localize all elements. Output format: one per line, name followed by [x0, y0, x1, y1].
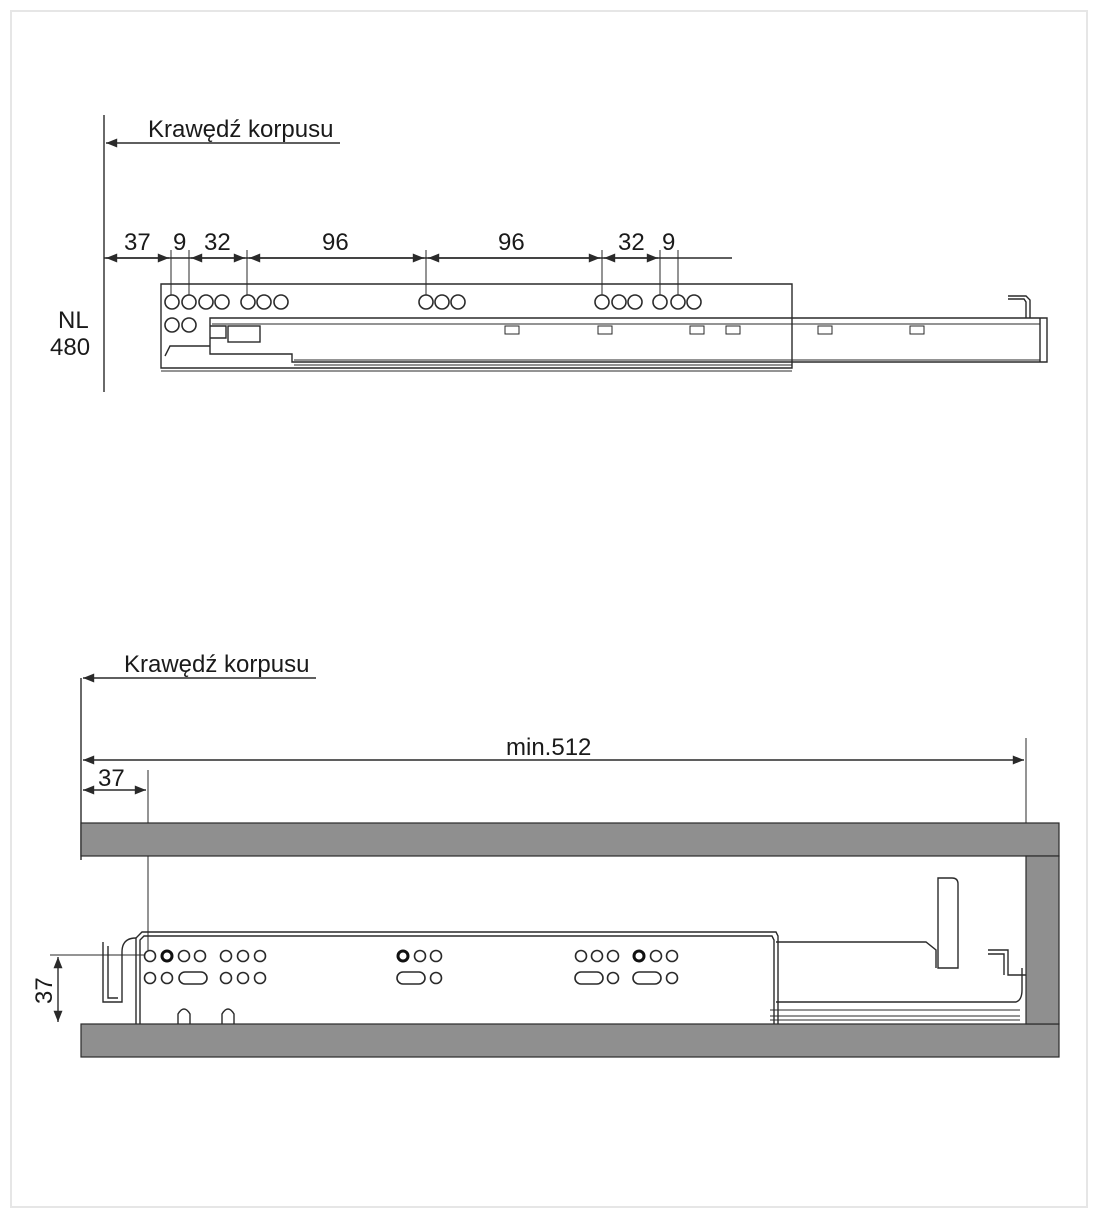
dim-37: 37	[124, 229, 151, 256]
runner-body	[160, 283, 1048, 372]
nl-label: NL	[58, 307, 89, 334]
extension-lines	[170, 250, 679, 302]
edge-label-bottom: Krawędź korpusu	[124, 651, 309, 678]
height-dimension-label: 37	[31, 977, 58, 1004]
offset-dimension-label: 37	[98, 765, 125, 792]
dim-32: 32	[204, 229, 231, 256]
dim-9: 9	[173, 229, 186, 256]
cabinet-top-wall	[80, 822, 1060, 857]
nl-value: 480	[50, 334, 90, 361]
runner-holes	[164, 294, 702, 333]
bottom-view: Krawędź korpusu min.512 37 37	[31, 651, 1060, 1058]
cabinet-bottom-wall	[80, 1023, 1060, 1058]
runner-tabs	[504, 325, 925, 335]
top-view: Krawędź korpusu NL 480 37 9 32 96 96	[50, 115, 1048, 392]
min-dimension-label: min.512	[506, 734, 591, 761]
runner-side-profile	[102, 877, 1026, 1024]
dim-96-b: 96	[498, 229, 525, 256]
edge-label: Krawędź korpusu	[148, 116, 333, 143]
cabinet-back-wall	[1025, 855, 1060, 1025]
dim-9-b: 9	[662, 229, 675, 256]
dim-32-b: 32	[618, 229, 645, 256]
runner-side-holes	[143, 949, 679, 985]
drawing-frame	[10, 10, 1088, 1208]
dim-96-a: 96	[322, 229, 349, 256]
